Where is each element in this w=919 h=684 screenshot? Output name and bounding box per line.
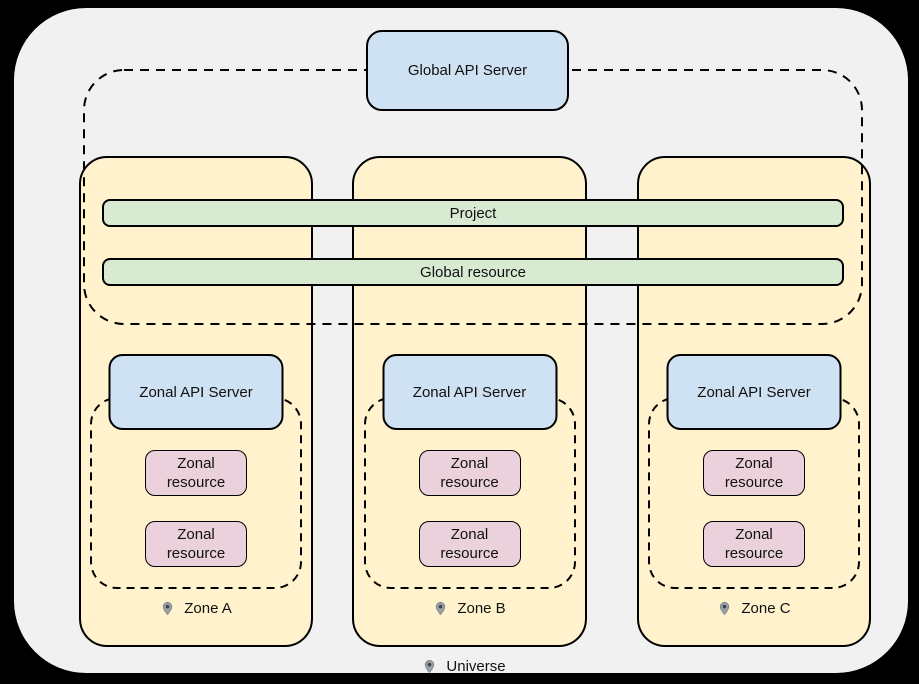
universe-container: Zonal API Server Zonal resource Zonal re… — [14, 8, 908, 675]
zonal-api-server-box: Zonal API Server — [666, 354, 842, 430]
zonal-resource-box: Zonal resource — [418, 521, 521, 567]
zone-b-container: Zonal API Server Zonal resource Zonal re… — [352, 156, 587, 647]
zone-b-label: Zone B — [457, 599, 506, 617]
universe-label: Universe — [446, 657, 506, 675]
zonal-api-server-box: Zonal API Server — [108, 354, 284, 430]
location-pin-icon — [163, 601, 173, 615]
location-pin-icon — [425, 659, 435, 673]
zone-c-container: Zonal API Server Zonal resource Zonal re… — [637, 156, 871, 647]
zonal-resource-box: Zonal resource — [703, 450, 805, 496]
zonal-resource-box: Zonal resource — [145, 521, 247, 567]
zonal-api-server-label: Zonal API Server — [697, 383, 811, 401]
project-bar-label: Project — [449, 204, 497, 222]
zone-a-container: Zonal API Server Zonal resource Zonal re… — [79, 156, 313, 647]
global-resource-bar-label: Global resource — [420, 263, 526, 281]
project-bar: Project — [102, 199, 844, 227]
zone-c-name-row: Zone C — [639, 598, 869, 618]
zonal-resource-label: Zonal resource — [440, 455, 499, 491]
zonal-resource-box: Zonal resource — [145, 450, 247, 496]
zonal-resource-box: Zonal resource — [418, 450, 521, 496]
zonal-api-server-label: Zonal API Server — [139, 383, 253, 401]
zone-b-name-row: Zone B — [354, 598, 585, 618]
zonal-resource-label: Zonal resource — [440, 526, 499, 562]
zone-c-label: Zone C — [741, 599, 791, 617]
location-pin-icon — [720, 601, 730, 615]
global-api-server-label: Global API Server — [407, 62, 528, 79]
zonal-api-server-box: Zonal API Server — [382, 354, 557, 430]
zonal-api-server-label: Zonal API Server — [412, 383, 527, 401]
zonal-resource-label: Zonal resource — [724, 455, 784, 491]
zonal-resource-label: Zonal resource — [166, 455, 226, 491]
zonal-resource-box: Zonal resource — [703, 521, 805, 567]
zonal-resource-label: Zonal resource — [724, 526, 784, 562]
zonal-resource-label: Zonal resource — [166, 526, 226, 562]
global-resource-bar: Global resource — [102, 258, 844, 286]
universe-label-row: Universe — [344, 655, 584, 677]
global-api-server-box: Global API Server — [366, 30, 569, 111]
zone-a-label: Zone A — [184, 599, 232, 617]
location-pin-icon — [436, 601, 446, 615]
zone-a-name-row: Zone A — [81, 598, 311, 618]
